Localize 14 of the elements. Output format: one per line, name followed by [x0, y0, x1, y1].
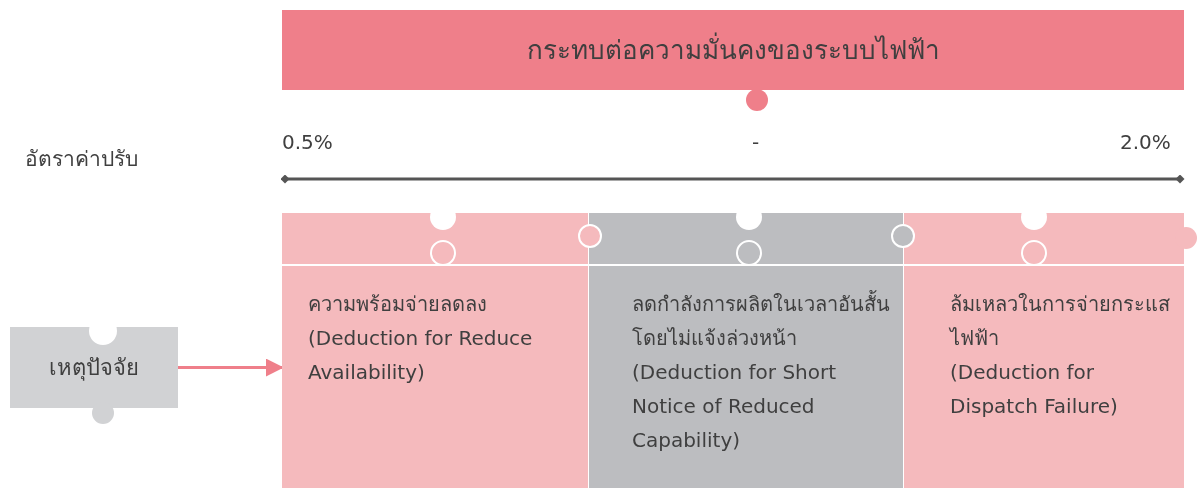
- node-text: ล้มเหลวในการจ่ายกระแสไฟฟ้า: [950, 291, 1171, 352]
- scale-value: 0.5%: [282, 130, 333, 154]
- node-text: ลดกำลังการผลิตในเวลาอันสั้นโดยไม่แจ้งล่วงหน้า: [632, 289, 891, 352]
- title-banner: [282, 10, 1184, 90]
- scale-value: 2.0%: [1120, 130, 1171, 154]
- node-text: (Deduction for Short Notice of Reduced Capability): [632, 359, 838, 454]
- banner-title: กระทบต่อความมั่นคงของระบบไฟฟ้า: [526, 33, 940, 67]
- scale-value: -: [752, 130, 760, 154]
- arrow: [178, 358, 284, 377]
- node-text: (Deduction for Reduce Availability): [308, 325, 534, 386]
- node-text: ความพร้อมจ่ายลดลง: [308, 291, 488, 318]
- axis-title: อัตราค่าปรับ: [25, 146, 138, 173]
- node-text: (Deduction for Dispatch Failure): [950, 359, 1119, 420]
- node-text: เหตุปัจจัย: [49, 353, 139, 383]
